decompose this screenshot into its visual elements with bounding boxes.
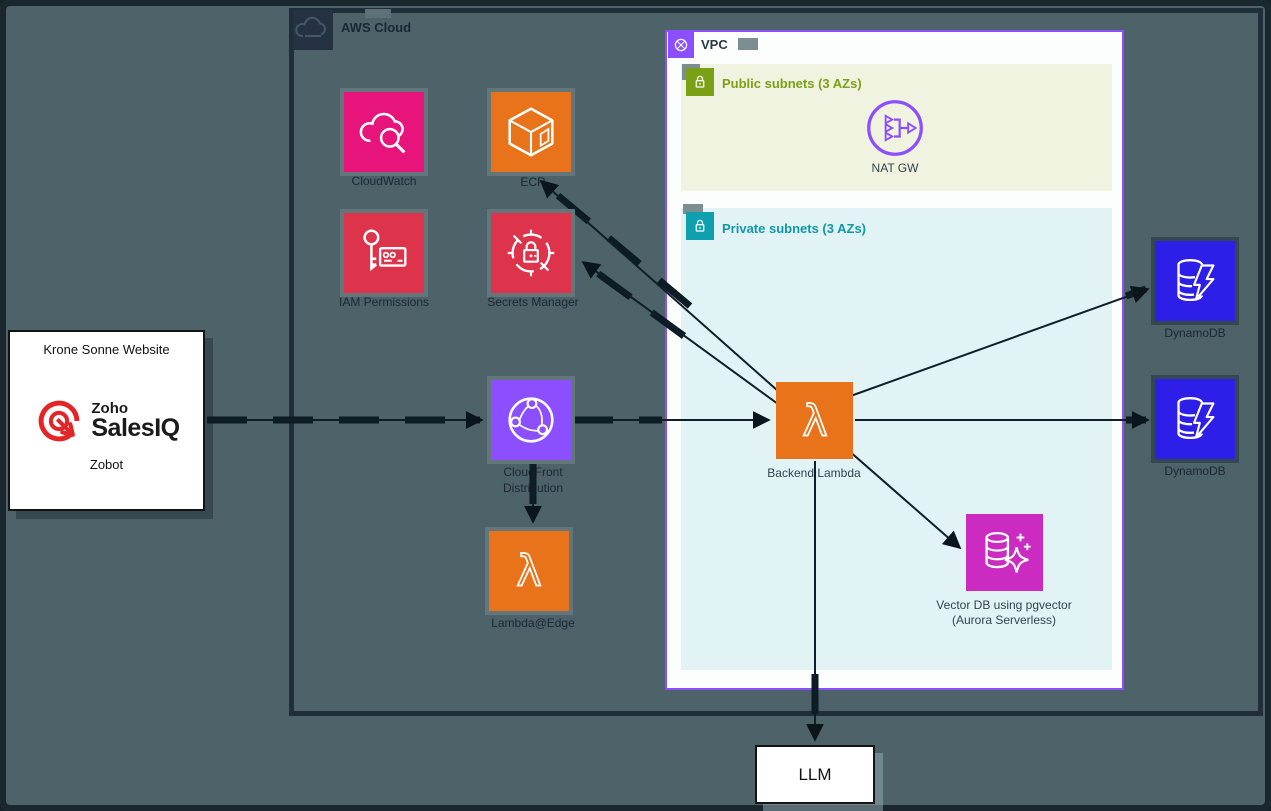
- cloudfront-icon: [487, 376, 575, 464]
- aws-cloud-container: [289, 8, 1263, 716]
- selection-tab: [365, 9, 391, 18]
- cloudwatch-icon: [340, 88, 428, 176]
- website-title: Krone Sonne Website: [43, 342, 170, 357]
- secrets-manager-icon: [487, 209, 575, 297]
- public-subnet-label: Public subnets (3 AZs): [722, 76, 862, 91]
- llm-box: LLM: [755, 745, 875, 804]
- public-subnet: [681, 64, 1112, 191]
- iam-icon: [340, 209, 428, 297]
- edge-lambda-label: Lambda@Edge: [491, 616, 575, 630]
- ecr-icon: [487, 88, 575, 176]
- dynamodb-2-label: DynamoDB: [1164, 464, 1226, 478]
- public-subnet-lock-icon: [686, 68, 714, 96]
- edge-lambda-icon: λ: [485, 527, 573, 615]
- dynamodb-1-icon: [1151, 237, 1239, 325]
- selection-tab: [738, 38, 758, 50]
- ecr-label: ECR: [520, 175, 546, 189]
- zoho-salesiq-logo-icon: [33, 395, 85, 447]
- llm-label: LLM: [798, 764, 832, 784]
- aws-cloud-label: AWS Cloud: [341, 20, 412, 35]
- vpc-label: VPC: [701, 37, 728, 52]
- vpc-icon: [668, 32, 694, 58]
- secrets-manager-label: Secrets Manager: [487, 295, 579, 309]
- nat-gateway-label: NAT GW: [871, 161, 919, 175]
- zoho-brand-bottom: SalesIQ: [91, 414, 180, 442]
- dynamodb-1-label: DynamoDB: [1164, 326, 1226, 340]
- backend-lambda-label: Backend Lambda: [767, 466, 861, 480]
- nat-gateway-icon: [865, 98, 925, 158]
- backend-lambda-icon: λ: [776, 382, 853, 459]
- private-subnet-label: Private subnets (3 AZs): [722, 221, 867, 236]
- svg-text:λ: λ: [516, 547, 541, 597]
- zobot-label: Zobot: [89, 457, 124, 472]
- dynamodb-2-icon: [1151, 375, 1239, 463]
- private-subnet-lock-icon: [686, 212, 714, 240]
- cloudwatch-label: CloudWatch: [351, 174, 417, 188]
- zoho-brand-top: Zoho: [91, 400, 129, 417]
- aws-cloud-icon: [293, 10, 333, 50]
- vector-db-label-line1: Vector DB using pgvector: [936, 598, 1072, 612]
- iam-label: IAM Permissions: [338, 295, 430, 309]
- cloudfront-label-line2: Distribution: [502, 481, 564, 495]
- krone-sonne-website-box: Krone Sonne Website Zoho SalesIQ Zobot: [8, 330, 205, 511]
- cloudfront-label-line1: CloudFront: [503, 465, 563, 479]
- vector-db-icon: [966, 514, 1043, 591]
- vector-db-label-line2: (Aurora Serverless): [951, 613, 1057, 627]
- svg-text:λ: λ: [802, 396, 827, 446]
